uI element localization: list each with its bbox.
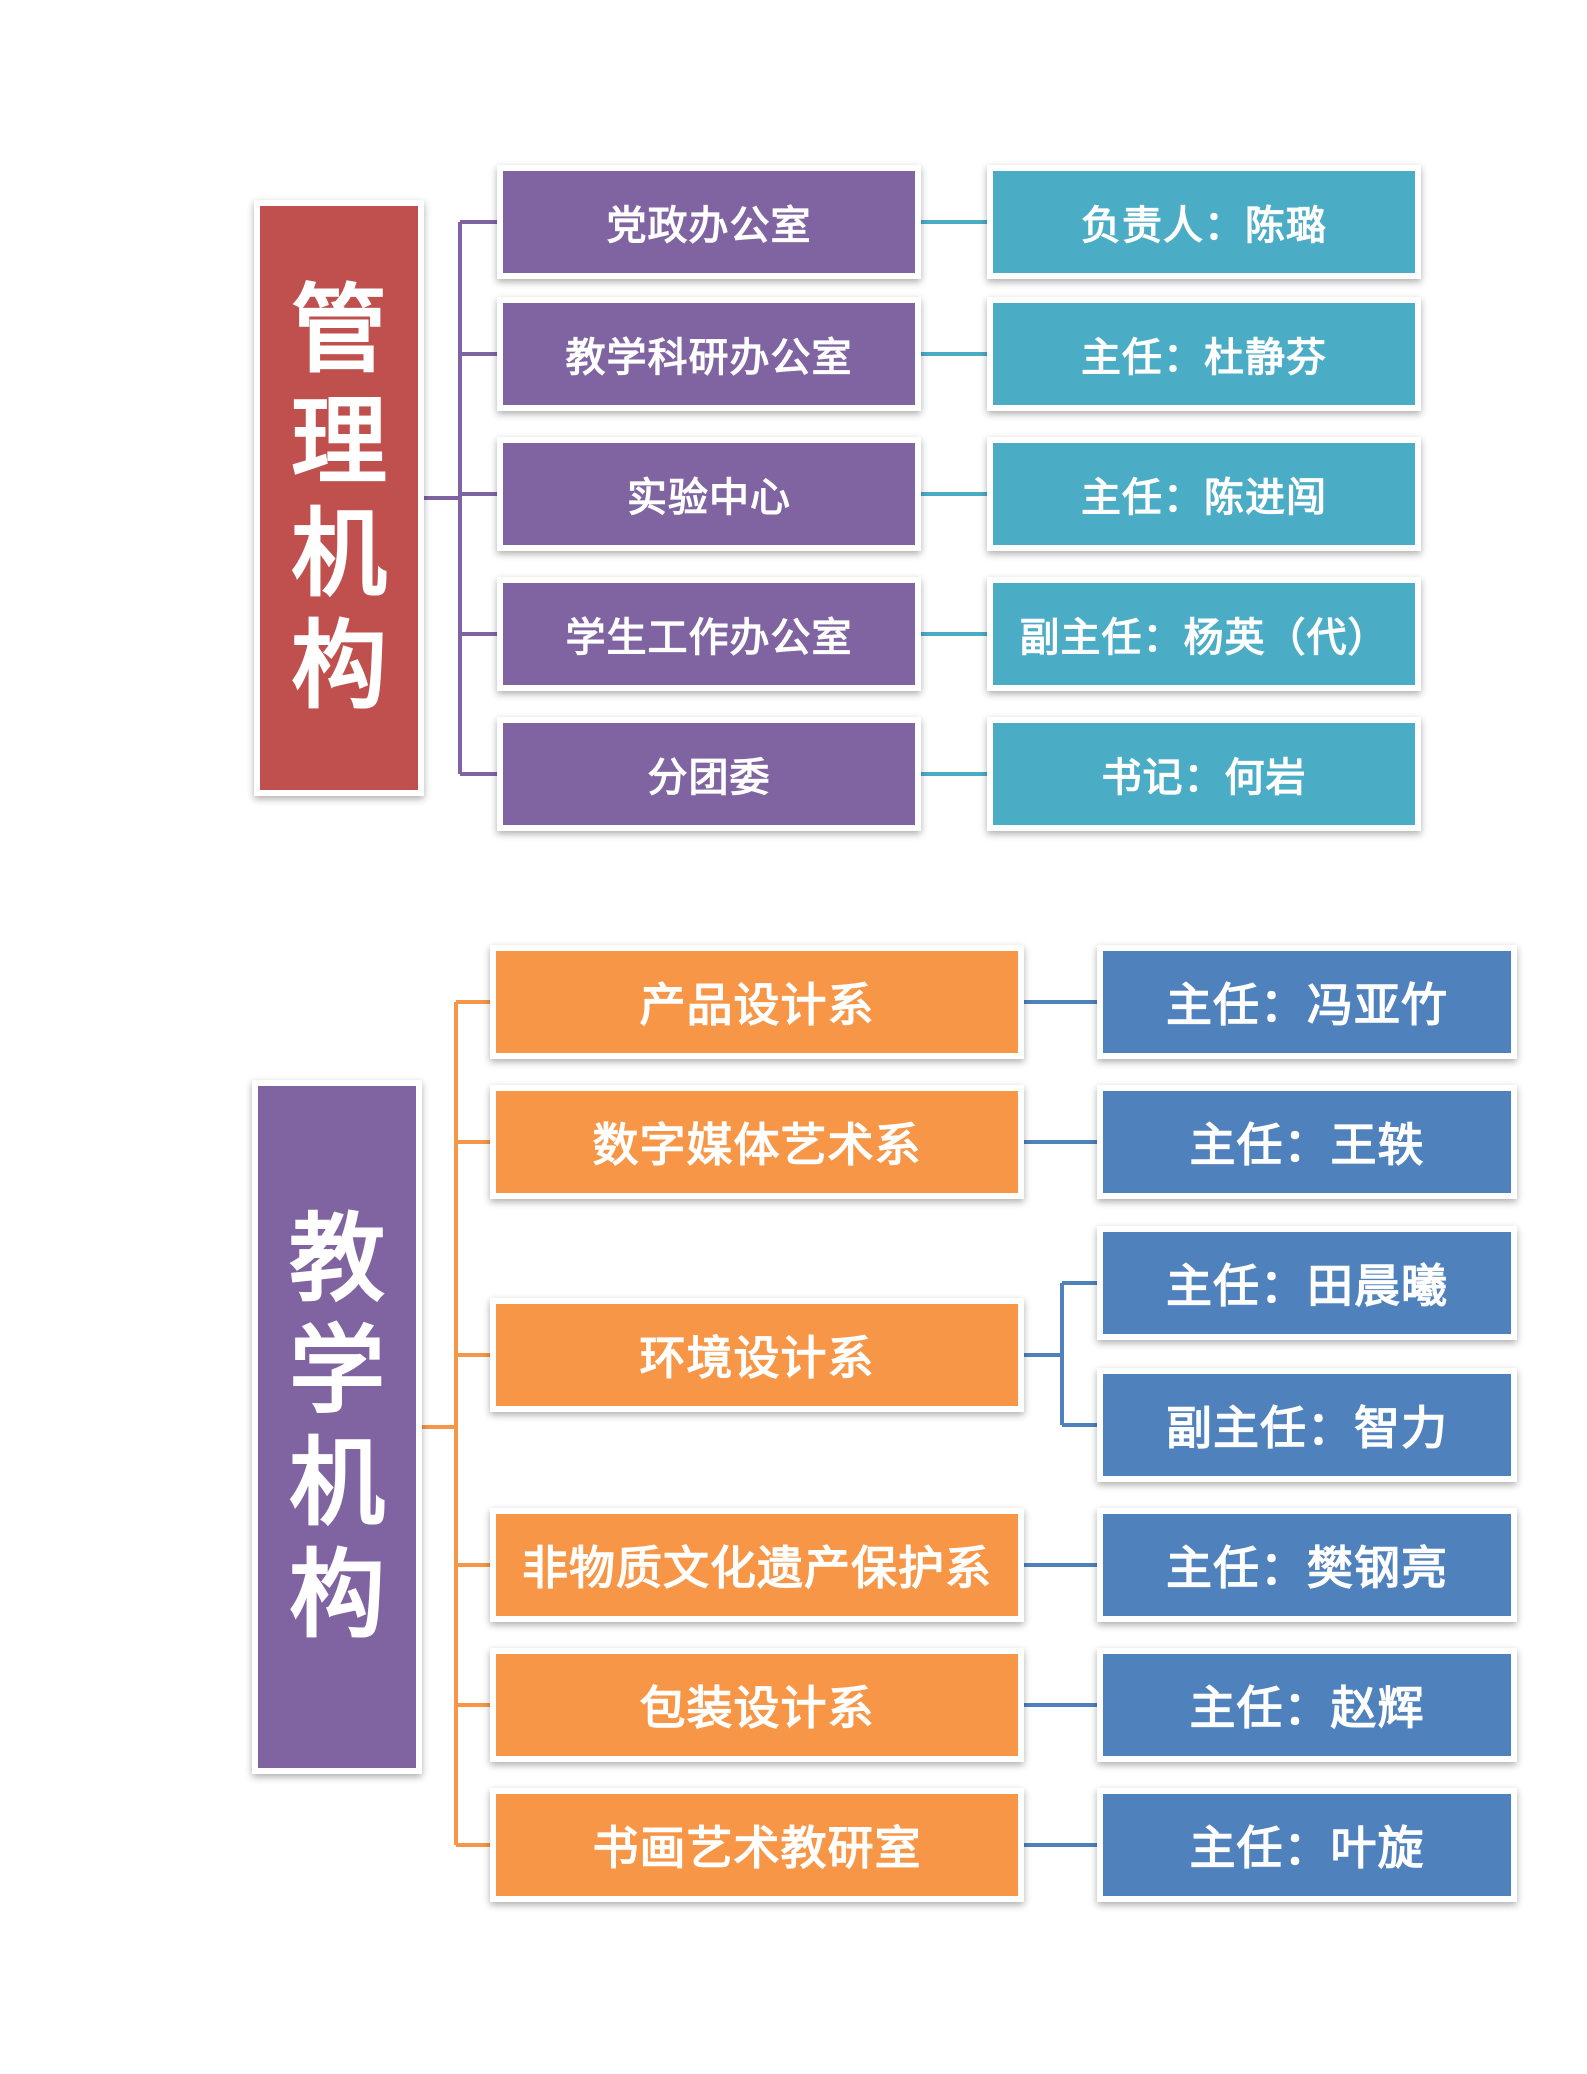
teaching-dept-box: 包装设计系: [490, 1648, 1024, 1762]
teaching-root-char: 机: [289, 1427, 385, 1539]
teaching-head-box: 主任：赵辉: [1097, 1648, 1517, 1762]
teaching-head-box: 副主任：智力: [1097, 1368, 1517, 1482]
teaching-head-box: 主任：樊钢亮: [1097, 1508, 1517, 1622]
admin-dept-box: 学生工作办公室: [497, 577, 921, 691]
admin-dept-box: 分团委: [497, 717, 921, 831]
admin-head-box: 负责人：陈璐: [987, 165, 1421, 279]
admin-root-char: 管: [291, 274, 387, 386]
teaching-root-char: 构: [289, 1539, 385, 1651]
teaching-root-char: 教: [289, 1203, 385, 1315]
admin-head-box: 主任：陈进闯: [987, 437, 1421, 551]
admin-head-box: 主任：杜静芬: [987, 297, 1421, 411]
teaching-head-box: 主任：王轶: [1097, 1085, 1517, 1199]
teaching-head-box: 主任：叶旋: [1097, 1788, 1517, 1902]
teaching-head-box: 主任：田晨曦: [1097, 1226, 1517, 1340]
teaching-connectors: [422, 1000, 1097, 1847]
admin-dept-box: 教学科研办公室: [497, 297, 921, 411]
teaching-head-box: 主任：冯亚竹: [1097, 945, 1517, 1059]
teaching-dept-box: 产品设计系: [490, 945, 1024, 1059]
admin-root-char: 理: [291, 386, 387, 498]
admin-head-box: 副主任：杨英（代）: [987, 577, 1421, 691]
admin-dept-box: 实验中心: [497, 437, 921, 551]
teaching-dept-box: 环境设计系: [490, 1298, 1024, 1412]
admin-dept-box: 党政办公室: [497, 165, 921, 279]
admin-head-box: 书记：何岩: [987, 717, 1421, 831]
teaching-root-char: 学: [289, 1315, 385, 1427]
teaching-dept-box: 书画艺术教研室: [490, 1788, 1024, 1902]
teaching-root-box: 教 学 机 构: [252, 1080, 422, 1774]
admin-root-char: 机: [291, 498, 387, 610]
admin-root-box: 管 理 机 构: [254, 200, 424, 796]
teaching-dept-box: 非物质文化遗产保护系: [490, 1508, 1024, 1622]
admin-connectors: [424, 220, 987, 776]
teaching-dept-box: 数字媒体艺术系: [490, 1085, 1024, 1199]
admin-root-char: 构: [291, 610, 387, 722]
